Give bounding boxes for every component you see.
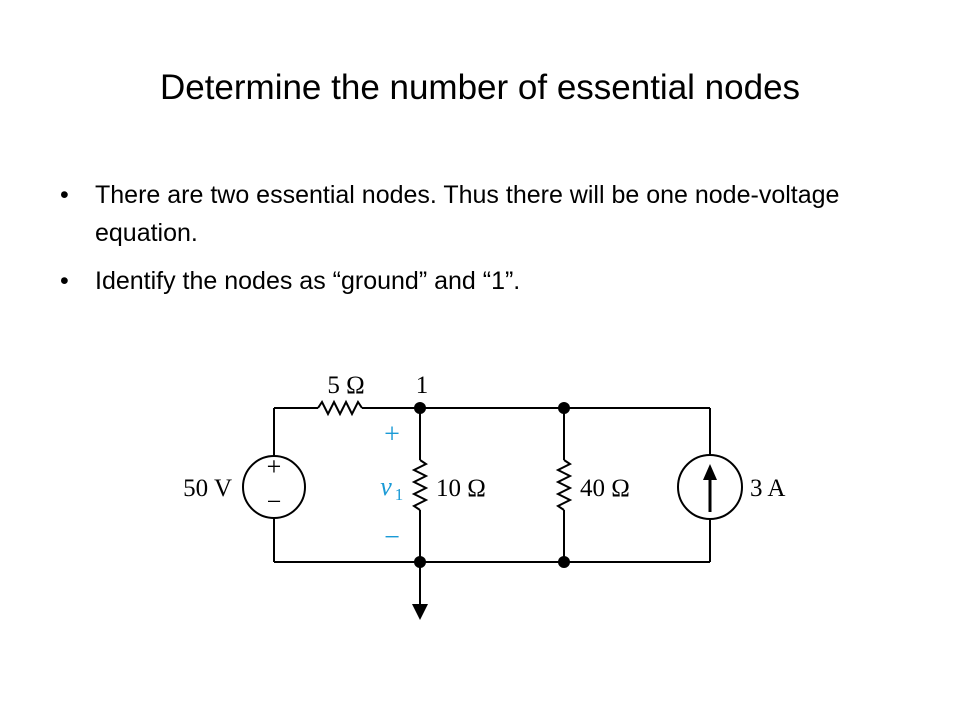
v1-subscript: 1: [395, 485, 404, 504]
v1-annotation: + v 1 −: [380, 419, 403, 553]
voltage-source-label: 50 V: [183, 475, 232, 502]
current-source-label: 3 A: [750, 475, 785, 502]
ground-arrow-icon: [412, 604, 428, 620]
node-dot: [414, 402, 426, 414]
bullet-text: Identify the nodes as “ground” and “1”.: [95, 267, 521, 295]
slide-title: Determine the number of essential nodes: [159, 68, 801, 107]
bullet-item: • Identify the nodes as “ground” and “1”…: [60, 262, 890, 300]
v1-minus: −: [384, 522, 400, 553]
current-arrow-icon: [703, 464, 717, 480]
resistor-5-ohm-label: 5 Ω: [327, 372, 364, 399]
node-dot: [558, 556, 570, 568]
v1-symbol: v: [380, 472, 392, 501]
resistor-5-ohm-symbol: [317, 399, 363, 417]
node-dot: [558, 402, 570, 414]
voltage-source-minus: −: [267, 487, 282, 516]
node-1-label: 1: [416, 372, 429, 399]
bullet-marker: •: [60, 181, 69, 209]
resistor-10-ohm-label: 10 Ω: [436, 475, 486, 502]
voltage-source-symbol: [242, 455, 306, 519]
bullet-item: • There are two essential nodes. Thus th…: [60, 176, 890, 252]
bullet-marker: •: [60, 267, 69, 295]
voltage-source-plus: +: [267, 452, 282, 481]
resistor-40-ohm-label: 40 Ω: [580, 475, 630, 502]
bullet-list: • There are two essential nodes. Thus th…: [60, 176, 890, 310]
resistor-40-ohm-symbol: [555, 459, 573, 511]
node-dot: [414, 556, 426, 568]
v1-plus: +: [384, 419, 400, 450]
bullet-text: There are two essential nodes. Thus ther…: [95, 181, 840, 247]
resistor-10-ohm-symbol: [411, 459, 429, 511]
circuit-wires: [273, 399, 711, 605]
